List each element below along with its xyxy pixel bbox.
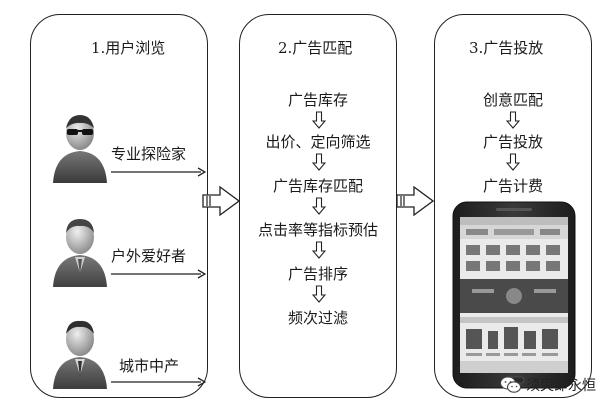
arrow-down-icon (312, 241, 326, 259)
user-label-outdoor-lover: 户外爱好者 (111, 247, 187, 265)
user-label-urban-middle-class: 城市中产 (119, 357, 180, 375)
ad-delivery-panel: 3.广告投放 创意匹配 广告投放 广告计费 (434, 14, 592, 398)
arrow-right-icon (111, 167, 206, 177)
arrow-down-icon (506, 153, 520, 171)
ad-matching-panel: 2.广告匹配 广告库存 出价、定向筛选 广告库存匹配 点击率等指标预估 广告排序… (239, 14, 397, 398)
delivery-step: 广告投放 (482, 133, 543, 151)
watermark-text: 须臾即永恒 (526, 378, 596, 394)
matching-step: 广告库存 (287, 91, 348, 109)
flow-arrow-icon (396, 186, 434, 216)
outdoor-lover-avatar-icon (53, 219, 107, 287)
user-label-explorer: 专业探险家 (111, 145, 187, 163)
matching-step: 广告排序 (287, 265, 348, 283)
wechat-icon (500, 376, 522, 393)
delivery-step: 创意匹配 (482, 91, 543, 109)
arrow-right-icon (111, 269, 206, 279)
arrow-down-icon (506, 111, 520, 129)
arrow-down-icon (312, 111, 326, 129)
urban-middle-class-avatar-icon (53, 320, 107, 389)
panel-title-ad-matching: 2.广告匹配 (278, 39, 353, 57)
watermark: 须臾即永恒 (500, 373, 596, 397)
matching-step: 点击率等指标预估 (257, 221, 378, 239)
matching-step: 广告库存匹配 (272, 177, 363, 195)
matching-step: 频次过滤 (287, 309, 348, 327)
arrow-right-icon (111, 377, 206, 387)
explorer-avatar-icon (53, 115, 107, 183)
matching-step: 出价、定向筛选 (265, 133, 371, 151)
delivery-step: 广告计费 (482, 177, 543, 195)
flow-arrow-icon (202, 186, 240, 216)
arrow-down-icon (312, 197, 326, 215)
arrow-down-icon (312, 153, 326, 171)
user-browsing-panel: 1.用户浏览 专业探险家 (30, 14, 208, 398)
smartphone-icon (452, 201, 576, 389)
panel-title-user-browsing: 1.用户浏览 (91, 39, 166, 57)
panel-title-ad-delivery: 3.广告投放 (469, 39, 544, 57)
arrow-down-icon (312, 285, 326, 303)
